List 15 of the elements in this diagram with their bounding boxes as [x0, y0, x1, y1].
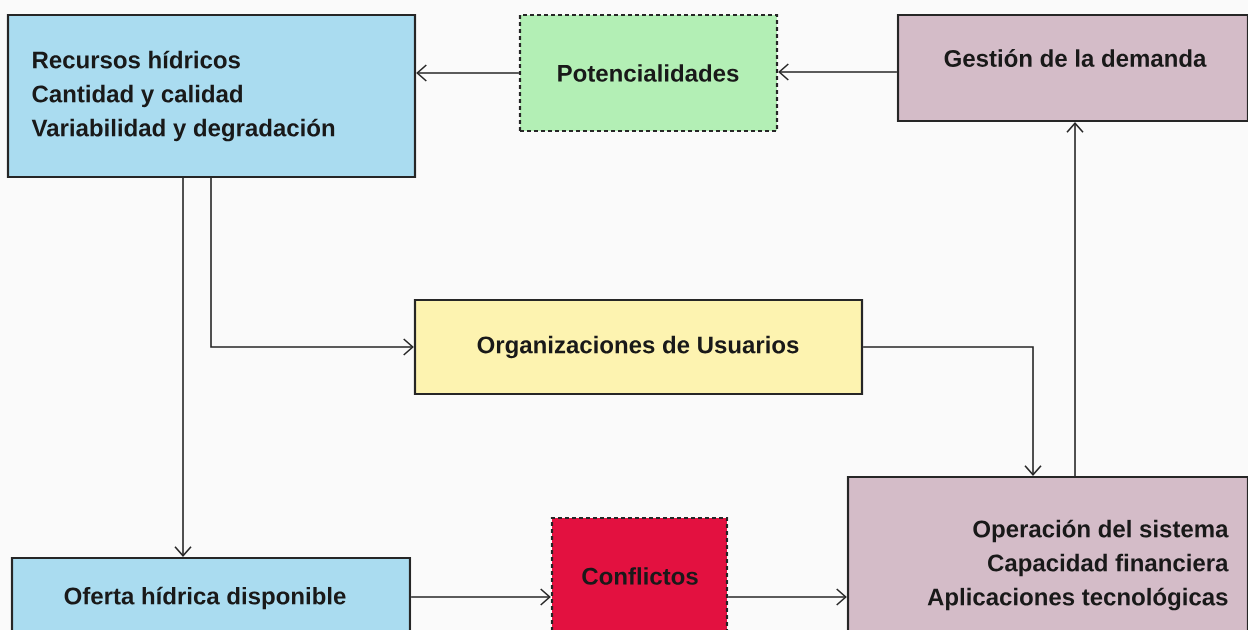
arrow [778, 63, 898, 81]
arrow [210, 177, 414, 356]
process-box: Organizaciones de Usuarios [413, 298, 864, 396]
process-box: Oferta hídrica disponible [10, 556, 412, 630]
arrow [174, 177, 192, 557]
process-box: Operación del sistema Capacidad financiera Aplicaciones tecnológicas [846, 475, 1248, 630]
arrow [862, 346, 1042, 476]
arrow [410, 588, 551, 606]
arrow [1066, 122, 1084, 477]
arrow [727, 588, 847, 606]
process-box: Gestión de la demanda [896, 13, 1248, 123]
dashed-box: Conflictos [550, 516, 729, 630]
arrow [416, 64, 520, 82]
dashed-box: Potencialidades [518, 13, 779, 133]
process-box: Recursos hídricos Cantidad y calidad Variabilidad y degradación [6, 13, 417, 179]
